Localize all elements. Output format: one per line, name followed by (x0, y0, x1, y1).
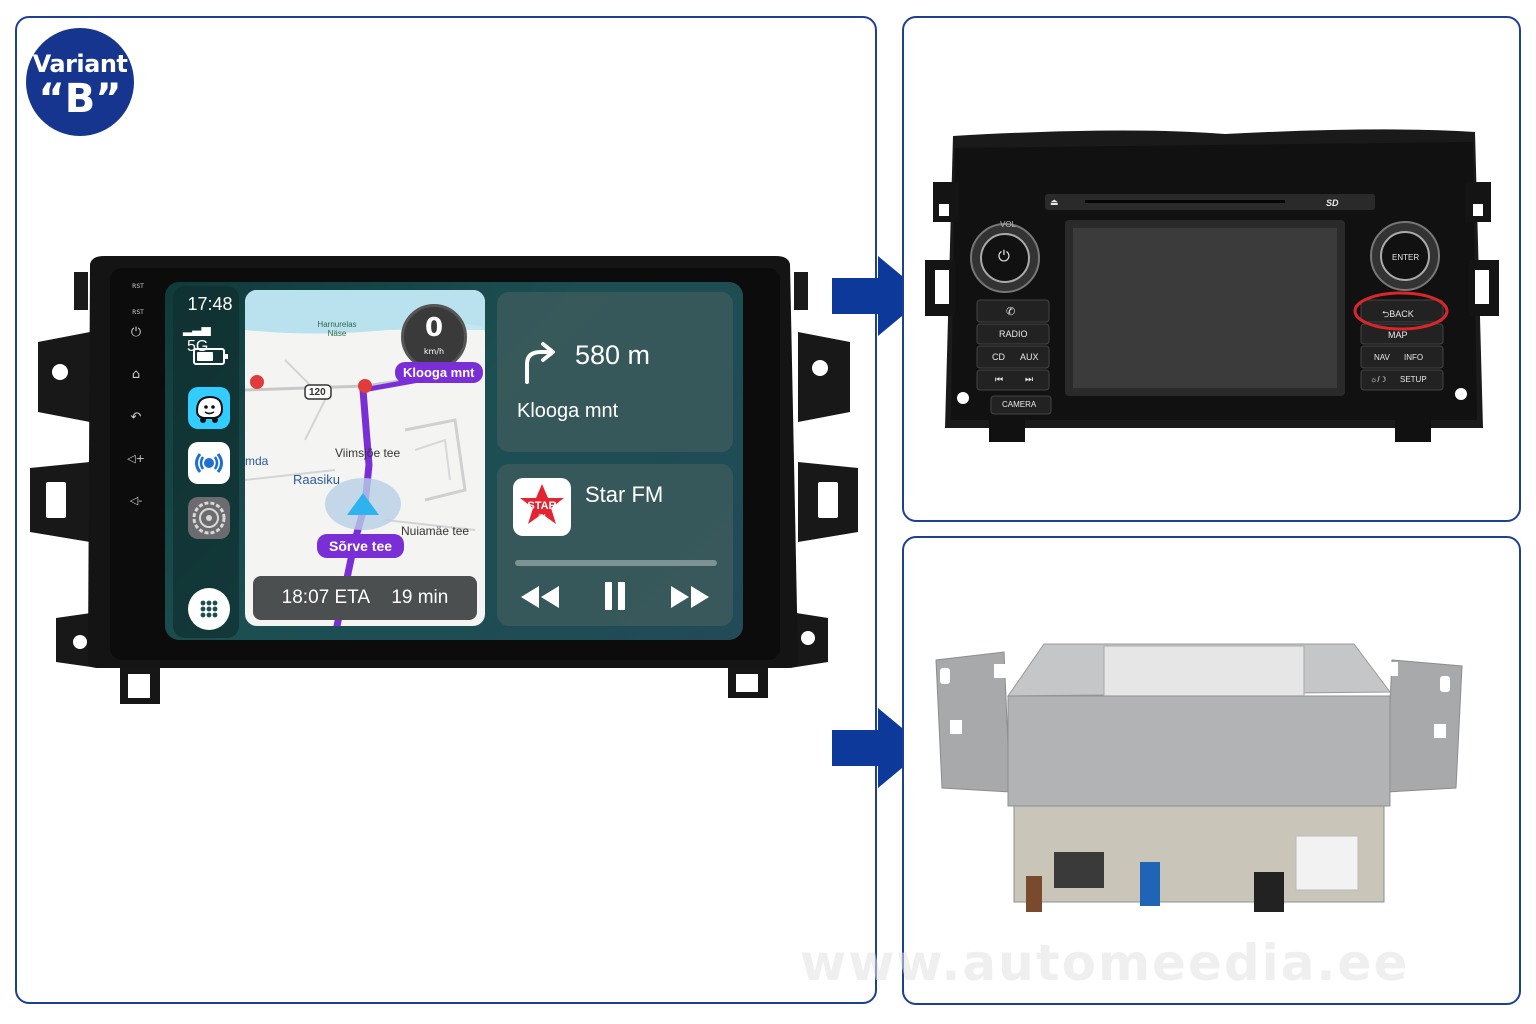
power-icon[interactable]: ⏻ (130, 325, 142, 340)
oem-radio-body (925, 129, 1499, 442)
media-station: Star FM (585, 482, 664, 507)
enter-knob[interactable]: ENTER (1392, 253, 1420, 262)
waze-map[interactable]: 120 Harnurelas Näse Viimsjõe tee Raasiku… (245, 290, 485, 626)
destination-pill: Klooga mnt (395, 362, 483, 383)
media-progress-bar[interactable] (515, 560, 717, 566)
prev-track-icon[interactable]: ⏮ (995, 374, 1004, 384)
nav-street: Klooga mnt (517, 400, 619, 422)
speedometer: 0 km/h (401, 304, 467, 370)
arrow-to-radio-icon (832, 256, 926, 336)
variant-badge-line1: Variant (32, 50, 128, 78)
waze-icon (195, 395, 224, 423)
volume-up-icon[interactable]: ◁+ (127, 452, 145, 465)
eta-time: 18:07 ETA (281, 587, 371, 608)
phone-icon[interactable]: ✆ (1006, 306, 1016, 318)
turn-right-icon (525, 342, 555, 384)
cd-button[interactable]: CD (992, 352, 1005, 362)
home-icon[interactable]: ⌂ (131, 367, 141, 382)
map-button[interactable]: MAP (1388, 330, 1408, 340)
map-label-mda: mda (245, 454, 269, 468)
settings-app-icon[interactable] (188, 497, 230, 539)
info-button[interactable]: INFO (1404, 353, 1424, 362)
map-canvas (245, 290, 485, 626)
side-button-rst-1[interactable]: RST (126, 281, 150, 291)
signal-bars-icon: ▂▃▅ (183, 322, 211, 336)
star-logo-icon (520, 484, 564, 524)
carplay-screen: 17:48 ▂▃▅ 5G (165, 282, 743, 640)
star-fm-logo: STAR FM (513, 478, 571, 536)
speed-value: 0 (424, 313, 444, 343)
aux-button[interactable]: AUX (1020, 352, 1039, 362)
next-track-icon[interactable]: ⏭ (1025, 374, 1034, 384)
eta-duration: 19 min (391, 587, 449, 608)
vol-label: VOL (1000, 220, 1017, 229)
speed-unit: km/h (423, 347, 445, 356)
arrow-to-unit-icon (832, 708, 926, 788)
network-type: 5G (187, 338, 209, 355)
volume-down-icon[interactable]: ◁- (129, 494, 143, 507)
map-label-raasiku: Raasiku (293, 472, 340, 487)
variant-badge: Variant “B” (26, 28, 134, 136)
eject-icon[interactable]: ⏏ (1050, 197, 1059, 207)
settings-icon (192, 501, 226, 535)
power-knob-icon[interactable]: ⏻ (998, 248, 1010, 265)
rewind-icon[interactable] (519, 584, 561, 610)
side-button-label: RST (132, 309, 144, 316)
nav-distance: 580 m (575, 340, 651, 370)
app-grid-icon (200, 600, 218, 618)
map-place-top: Harnurelas Näse (317, 320, 357, 338)
back-icon[interactable]: ↶ (130, 410, 142, 425)
app-grid-button[interactable] (188, 588, 230, 630)
watermark: www.automeedia.ee (800, 934, 1410, 992)
podcast-app-icon[interactable] (188, 442, 230, 484)
podcast-icon (195, 453, 223, 473)
back-button[interactable]: ⮌BACK (1382, 309, 1414, 319)
variant-badge-line2: “B” (38, 76, 122, 122)
sd-slot-label: SD (1326, 198, 1339, 208)
radio-button[interactable]: RADIO (999, 329, 1028, 339)
waze-app-icon[interactable] (188, 387, 230, 429)
side-button-rst-2[interactable]: RST (126, 307, 150, 317)
setup-button[interactable]: SETUP (1400, 375, 1427, 384)
current-road-pill: Sõrve tee (317, 534, 405, 558)
side-button-label: RST (132, 283, 144, 290)
carplay-dock: 17:48 ▂▃▅ 5G (173, 286, 239, 638)
status-time: 17:48 (187, 294, 233, 314)
map-label-nuiamae: Nuiamäe tee (401, 524, 470, 538)
unit-chassis (935, 643, 1463, 912)
nav-button[interactable]: NAV (1374, 353, 1390, 362)
map-label-viimsjoe: Viimsjõe tee (335, 446, 401, 460)
battery-icon (193, 348, 228, 365)
media-card[interactable]: STAR FM Star FM (497, 464, 733, 626)
map-road-number: 120 (309, 387, 326, 398)
eta-bar[interactable]: 18:07 ETA 19 min (253, 576, 477, 620)
status-signal: ▂▃▅ 5G (183, 320, 239, 356)
navigation-card[interactable]: 580 m Klooga mnt (497, 292, 733, 452)
fast-forward-icon[interactable] (669, 584, 711, 610)
camera-button[interactable]: CAMERA (1002, 400, 1037, 409)
pause-icon[interactable] (603, 580, 627, 612)
logo-sub: FM (538, 514, 546, 520)
brightness-icon[interactable]: ☼/☽ (1370, 375, 1387, 384)
logo-text: STAR (527, 500, 557, 512)
